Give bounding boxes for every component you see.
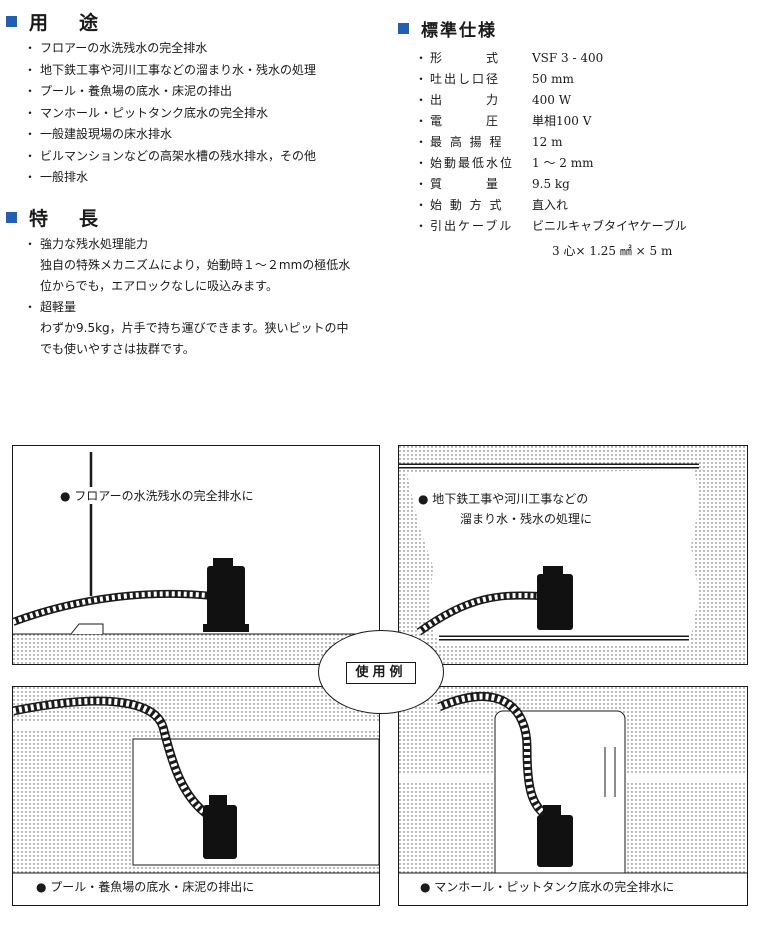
square-bullet-icon [6,212,17,223]
manhole-illustration [399,687,747,905]
spec-key: 質 量 [415,173,526,194]
spec-value: 400 W [532,92,572,107]
table-row: 最 高 揚 程 12 m [415,131,687,152]
spec-key: 形 式 [415,47,526,68]
spec-key: 出 力 [415,89,526,110]
spec-value: VSF 3 - 400 [532,50,604,65]
table-row: 質 量 9.5 kg [415,173,687,194]
feature-title: 強力な残水処理能力 [24,234,360,255]
cable-detail: 3 心× 1.25 ㎟ × 5 m [552,244,673,258]
usage-example-badge: 使用例 [318,630,444,714]
square-bullet-icon [6,16,17,27]
list-item: フロアーの水洗残水の完全排水 [24,38,366,60]
subway-illustration [399,446,747,664]
spec-key: 始 動 方 式 [415,194,526,215]
caption-subway-line2: 溜まり水・残水の処理に [460,512,593,526]
badge-oval [318,630,444,714]
spec-key: 吐出し口径 [415,68,526,89]
spec-value: 1 ～ 2 mm [532,156,594,170]
table-row: 始動最低水位 1 ～ 2 mm [415,152,687,173]
list-item: 地下鉄工事や河川工事などの溜まり水・残水の処理 [24,60,366,82]
list-item: ビルマンションなどの高架水槽の残水排水，その他 [24,146,366,168]
caption-floor: ● フロアーの水洗残水の完全排水に [60,487,254,504]
example-subway-panel [398,445,748,665]
caption-pool: ● プール・養魚場の底水・床泥の排出に [36,878,255,895]
floor-illustration [13,452,379,664]
spec-value: 50 mm [532,71,574,86]
usage-example-label: 使用例 [346,662,416,684]
spec-value: 直入れ [532,198,569,212]
spec-value: ビニルキャブタイヤケーブル [532,219,687,233]
table-row: 形 式 VSF 3 - 400 [415,47,687,68]
caption-manhole: ● マンホール・ピットタンク底水の完全排水に [420,878,675,895]
table-row: 出 力 400 W [415,89,687,110]
spec-key: 最 高 揚 程 [415,131,526,152]
usage-heading: 用 途 [6,8,104,35]
example-pool-panel [12,686,380,906]
example-floor-panel [12,445,380,665]
feature-title: 超軽量 [24,297,360,318]
feature-body: わずか9.5kg，片手で持ち運びできます。狭いピットの中でも使いやすさは抜群です… [40,321,349,356]
spec-heading-text: 標準仕様 [421,21,497,41]
table-row: 吐出し口径 50 mm [415,68,687,89]
pool-illustration [13,687,379,905]
list-item: 一般建設現場の床水排水 [24,124,366,146]
list-item: プール・養魚場の底水・床泥の排出 [24,81,366,103]
spec-value: 9.5 kg [532,176,570,191]
spec-table: 形 式 VSF 3 - 400 吐出し口径 50 mm 出 力 400 W 電 圧単相… [415,47,687,236]
spec-key: 引出ケーブル [415,215,526,236]
spec-key: 始動最低水位 [415,152,526,173]
spec-value: 単相100 V [532,114,592,128]
usage-list: フロアーの水洗残水の完全排水 地下鉄工事や河川工事などの溜まり水・残水の処理 プ… [24,38,366,189]
features-heading-text: 特 長 [29,208,105,230]
features-heading: 特 長 [6,204,104,231]
spec-value: 12 m [532,134,563,149]
example-manhole-panel [398,686,748,906]
spec-key: 電 圧 [415,110,526,131]
feature-body: 独自の特殊メカニズムにより，始動時１～２mmの極低水位からでも，エアロックなしに… [40,258,351,293]
caption-subway-line1: ● 地下鉄工事や河川工事などの [418,492,589,506]
features-list: 強力な残水処理能力 独自の特殊メカニズムにより，始動時１～２mmの極低水位からで… [24,234,360,360]
spec-heading: 標準仕様 [398,16,497,41]
list-item: マンホール・ピットタンク底水の完全排水 [24,103,366,125]
caption-subway: ● 地下鉄工事や河川工事などの 溜まり水・残水の処理に [418,489,592,529]
list-item-continued: 一般排水 [24,167,366,189]
square-bullet-icon [398,23,409,34]
usage-heading-text: 用 途 [29,12,105,34]
